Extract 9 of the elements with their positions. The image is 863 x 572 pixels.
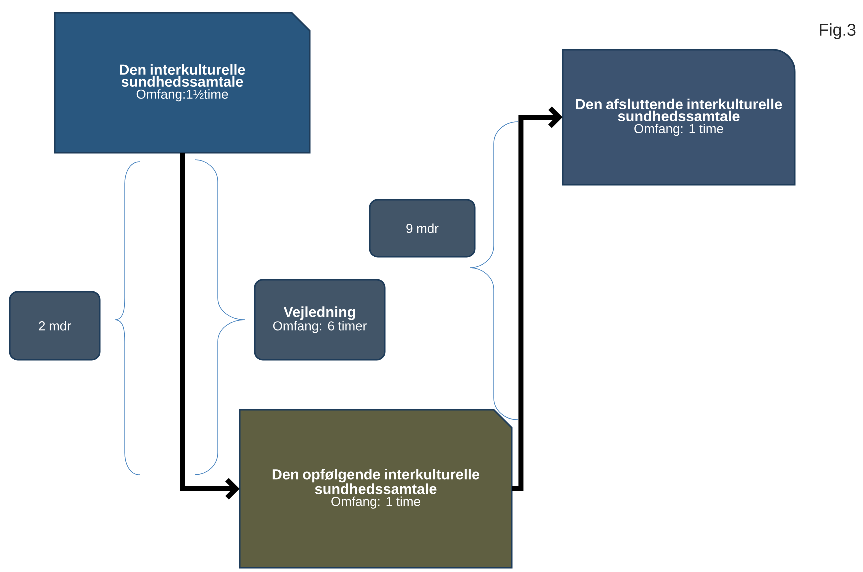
process-box: Den opfølgende interkulturelle sundhedssamtale Omfang: 1 time bbox=[239, 409, 513, 569]
process-box: Den interkulturelle sundhedssamtale Omfang:1½time bbox=[54, 12, 311, 154]
arrow bbox=[512, 106, 563, 492]
duration-box: 9 mdr bbox=[369, 199, 476, 258]
guidance-box: Vejledning Omfang: 6 timer bbox=[254, 279, 386, 361]
process-box: Den afsluttende interkulturelle sundhedssamtale Omfang: 1 time bbox=[562, 49, 796, 186]
duration-box: 2 mdr bbox=[9, 291, 101, 361]
figure-number: Fig.3 bbox=[820, 24, 856, 40]
arrow bbox=[180, 153, 240, 500]
